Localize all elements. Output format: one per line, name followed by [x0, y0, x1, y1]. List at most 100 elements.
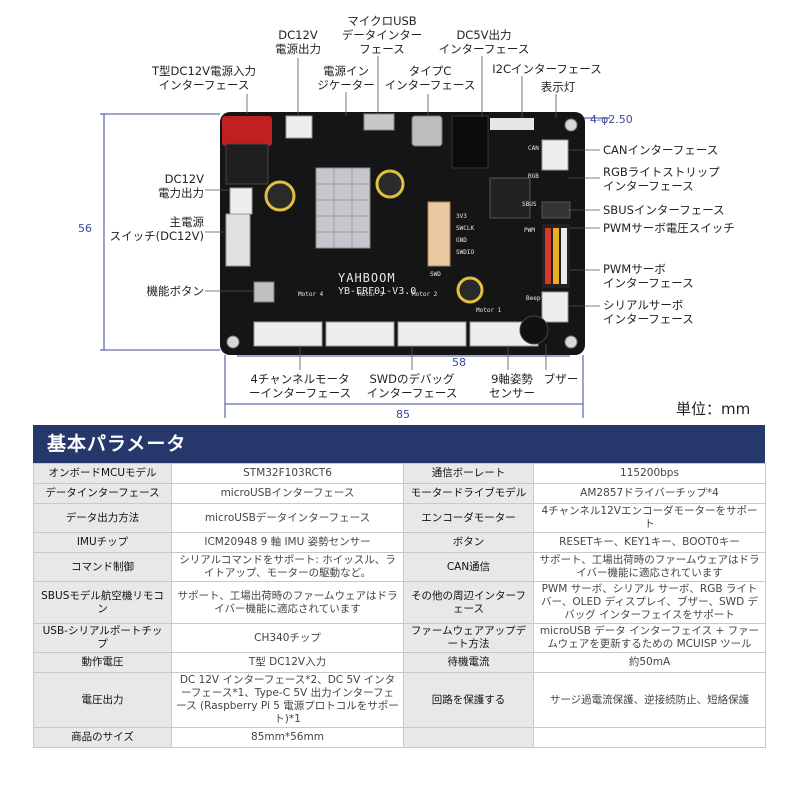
silk-can: CAN	[528, 145, 539, 152]
label-function-button: 機能ボタン	[146, 284, 205, 298]
parameters-title: 基本パラメータ	[33, 425, 765, 463]
param-value: 85mm*56mm	[171, 727, 404, 748]
param-value: microUSBインターフェース	[171, 483, 404, 504]
silk-motor1: Motor 1	[476, 307, 502, 314]
param-value: PWM サーボ、シリアル サーボ、RGB ライト バー、OLED ディスプレイ、…	[533, 581, 766, 624]
param-value: AM2857ドライバーチップ*4	[533, 483, 766, 504]
silk-swd: SWD	[430, 271, 441, 278]
param-key: データインターフェース	[33, 483, 172, 504]
buzzer-part	[519, 315, 549, 345]
param-key	[403, 727, 534, 748]
param-key: IMUチップ	[33, 532, 172, 553]
dim-width: 85	[396, 408, 410, 421]
param-key: 待機電流	[403, 652, 534, 673]
unit-label: 単位：mm	[676, 400, 751, 418]
dimension-lines	[100, 113, 610, 418]
param-value: microUSBデータインターフェース	[171, 503, 404, 533]
dim-inner: 58	[452, 356, 466, 369]
label-swd: SWDのデバッグインターフェース	[366, 372, 458, 400]
sbus-header	[541, 201, 571, 219]
param-value: microUSB データ インターフェイス + ファームウェアを更新するための …	[533, 623, 766, 653]
heatsink	[315, 167, 371, 249]
param-value: シリアルコマンドをサポート: ホイッスル、ライトアップ、モーターの駆動など。	[171, 552, 404, 582]
label-imu9: 9軸姿勢センサー	[489, 372, 535, 400]
silk-swdio: SWDIO	[456, 249, 474, 256]
param-value: CH340チップ	[171, 623, 404, 653]
label-pwm-switch: PWMサーボ電圧スイッチ	[603, 221, 735, 235]
silk-motor4: Motor 4	[298, 291, 324, 298]
label-dc5v-out: DC5V出力インターフェース	[438, 28, 530, 56]
param-row: SBUSモデル航空機リモコンサポート、工場出荷時のファームウェアはドライバー機能…	[33, 581, 766, 624]
param-value: 115200bps	[533, 463, 766, 484]
label-pwm-servo: PWMサーボインターフェース	[603, 262, 694, 290]
label-main-switch: 主電源スイッチ(DC12V)	[109, 215, 204, 243]
param-key: 動作電圧	[33, 652, 172, 673]
param-key: その他の周辺インターフェース	[403, 581, 534, 624]
param-key: 回路を保護する	[403, 672, 534, 728]
param-value: DC 12V インターフェース*2、DC 5V インターフェース*1、Type-…	[171, 672, 404, 728]
silk-rgb: RGB	[528, 173, 539, 180]
param-key: オンボードMCUモデル	[33, 463, 172, 484]
param-value: サポート、工場出荷時のファームウェアはドライバー機能に適応されています	[171, 581, 404, 624]
mcu-chip	[489, 177, 531, 219]
silk-swclk: SWCLK	[456, 225, 474, 232]
param-row: コマンド制御シリアルコマンドをサポート: ホイッスル、ライトアップ、モーターの駆…	[33, 552, 766, 582]
param-value: 約50mA	[533, 652, 766, 673]
param-key: エンコーダモーター	[403, 503, 534, 533]
param-key: SBUSモデル航空機リモコン	[33, 581, 172, 624]
silk-pwm: PWM	[524, 227, 535, 234]
label-i2c: I2Cインターフェース	[492, 62, 602, 76]
param-key: データ出力方法	[33, 503, 172, 533]
pcb-board	[220, 112, 585, 355]
param-key: モータードライブモデル	[403, 483, 534, 504]
silk-motor2: Motor 2	[412, 291, 438, 298]
label-hole: 4-φ2.50	[590, 113, 633, 126]
silk-gnd: GND	[456, 237, 467, 244]
swd-header	[427, 201, 451, 267]
label-serial-servo: シリアルサーボインターフェース	[603, 298, 694, 326]
leader-lines	[205, 56, 600, 370]
param-value	[533, 727, 766, 748]
param-key: 電圧出力	[33, 672, 172, 728]
param-value: 4チャンネル12Vエンコーダモーターをサポート	[533, 503, 766, 533]
dim-height: 56	[78, 222, 92, 235]
param-value: サージ過電流保護、逆接続防止、短絡保護	[533, 672, 766, 728]
param-value: RESETキー、KEY1キー、BOOT0キー	[533, 532, 766, 553]
silk-motor3: Motor 3	[358, 291, 384, 298]
t-dc-connector	[222, 116, 272, 146]
label-indicator: 表示灯	[540, 80, 576, 94]
param-key: CAN通信	[403, 552, 534, 582]
param-key: USB-シリアルポートチップ	[33, 623, 172, 653]
main-switch	[225, 213, 251, 267]
label-motor-interface: 4チャンネルモーターインターフェース	[248, 372, 352, 400]
silk-brand: YAHBOOM	[338, 271, 396, 285]
silk-model: YB-ERF01-V3.0	[338, 286, 416, 297]
silk-beep: Beep	[526, 295, 541, 302]
board-svg: YAHBOOM YB-ERF01-V3.0 Motor 4 Motor 3 Mo…	[100, 56, 610, 418]
param-key: 商品のサイズ	[33, 727, 172, 748]
type-c-port	[411, 115, 443, 147]
param-key: 通信ボーレート	[403, 463, 534, 484]
param-value: ICM20948 9 軸 IMU 姿勢センサー	[171, 532, 404, 553]
label-sbus: SBUSインターフェース	[603, 203, 725, 217]
dc5v-jack	[451, 115, 489, 169]
board-diagram: YAHBOOM YB-ERF01-V3.0 Motor 4 Motor 3 Mo…	[78, 14, 751, 421]
param-value: サポート、工場出荷時のファームウェアはドライバー機能に適応されています	[533, 552, 766, 582]
param-value: STM32F103RCT6	[171, 463, 404, 484]
jst-connectors	[229, 115, 569, 347]
label-power-indicator: 電源インジケーター	[317, 64, 375, 92]
label-can: CANインターフェース	[603, 143, 719, 157]
